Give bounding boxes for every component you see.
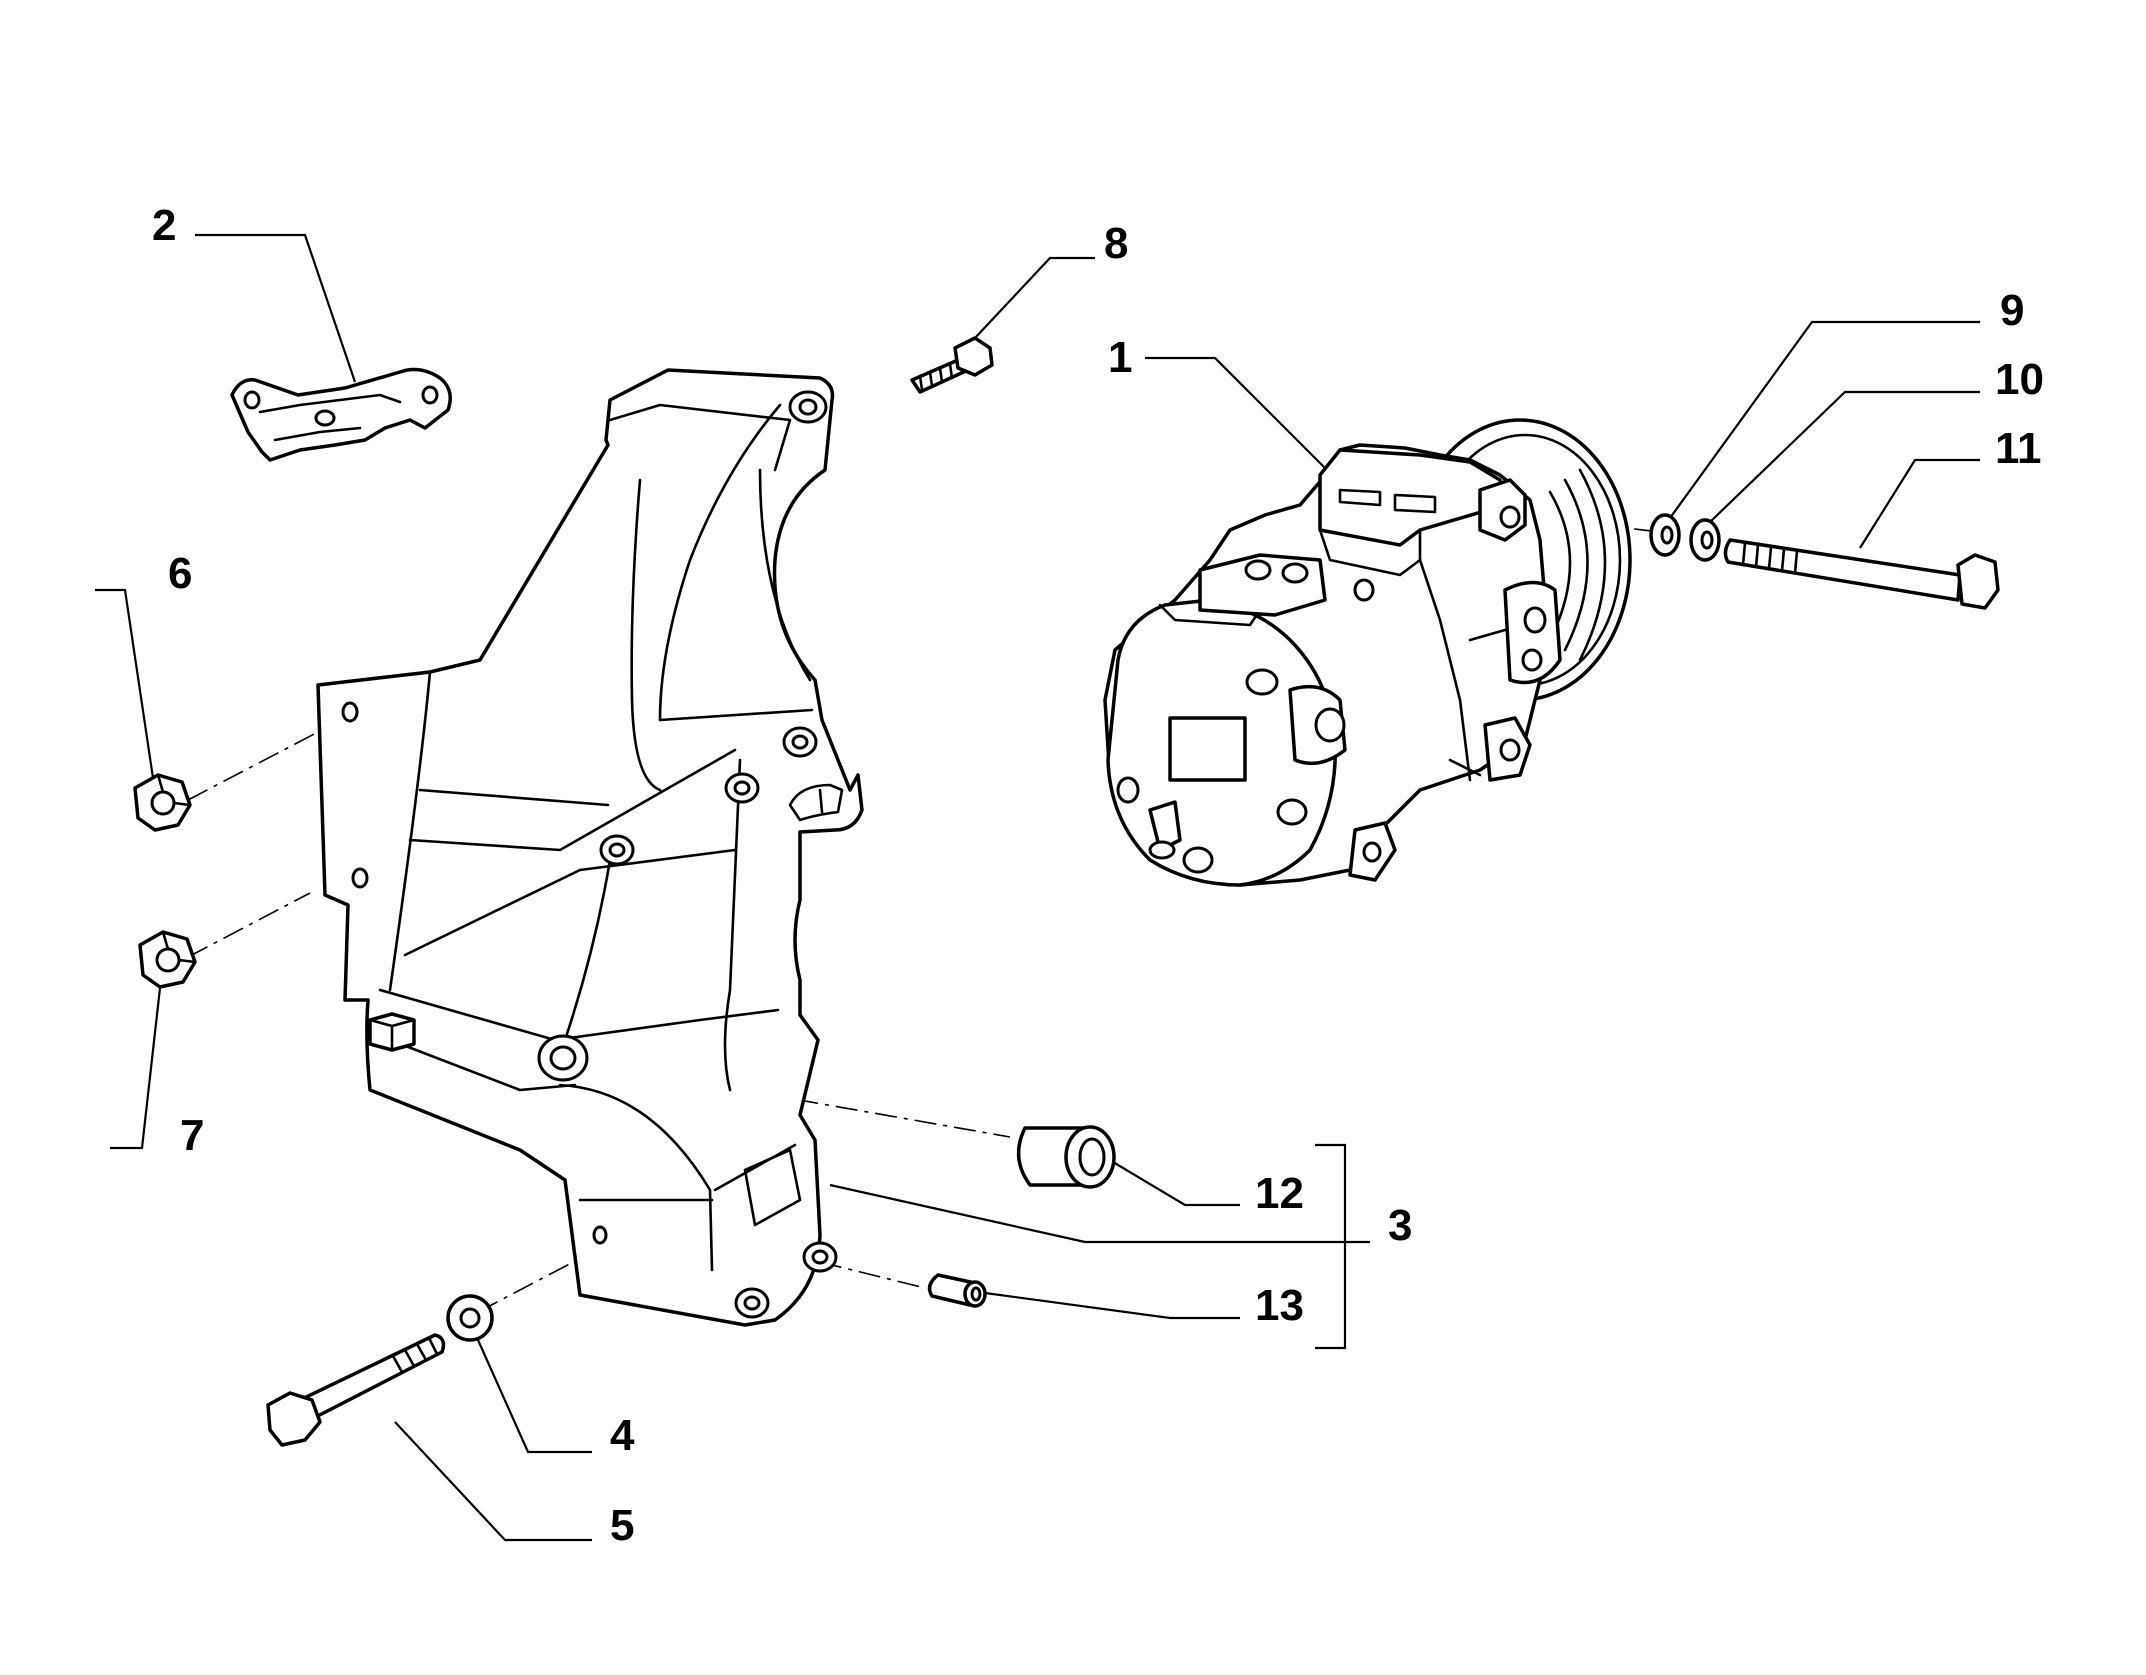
bolt-5 bbox=[266, 1333, 446, 1447]
washer-4 bbox=[446, 1294, 494, 1342]
callout-13: 13 bbox=[1255, 1281, 1304, 1330]
small-bolt bbox=[910, 336, 994, 394]
callout-1: 1 bbox=[1108, 333, 1132, 382]
callout-10: 10 bbox=[1995, 355, 2044, 404]
washer-9 bbox=[1649, 513, 1681, 557]
callout-11: 11 bbox=[1995, 424, 2042, 473]
long-bolt-11 bbox=[1723, 538, 2000, 610]
callout-3: 3 bbox=[1388, 1201, 1412, 1250]
callout-12: 12 bbox=[1255, 1169, 1304, 1218]
leader-lines bbox=[95, 233, 1980, 1542]
callout-4: 4 bbox=[610, 1411, 635, 1460]
callout-2: 2 bbox=[152, 201, 176, 250]
callout-6: 6 bbox=[168, 549, 192, 598]
bushing-12 bbox=[1016, 1125, 1116, 1189]
nut-lower bbox=[138, 930, 197, 989]
callout-labels: 1 2 3 4 5 6 7 8 9 10 11 12 13 bbox=[152, 201, 2044, 1550]
small-bracket bbox=[230, 367, 452, 462]
ac-compressor bbox=[1103, 418, 1632, 887]
callout-5: 5 bbox=[610, 1501, 634, 1550]
washer-10 bbox=[1689, 518, 1721, 562]
callout-7: 7 bbox=[180, 1111, 204, 1160]
callout-9: 9 bbox=[2000, 286, 2024, 335]
nut-upper bbox=[133, 773, 192, 832]
callout-8: 8 bbox=[1104, 219, 1128, 268]
main-bracket bbox=[316, 368, 864, 1327]
dowel-13 bbox=[927, 1273, 987, 1308]
